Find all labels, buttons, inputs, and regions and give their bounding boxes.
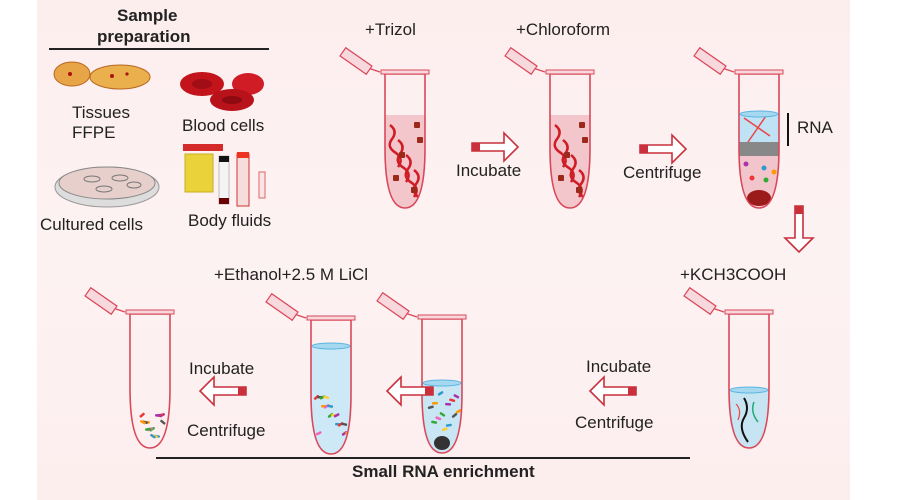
arrow-incubate-centrifuge-3: [198, 375, 247, 407]
arrow6-label-bottom: Centrifuge: [187, 421, 266, 440]
tube-outline: [421, 318, 463, 454]
ffpe-label: FFPE: [72, 123, 116, 142]
blood-cells-label: Blood cells: [182, 116, 265, 135]
sample-prep-divider: [49, 48, 269, 50]
tube-cap: [84, 286, 118, 316]
arrow1-label: Incubate: [456, 161, 522, 180]
tube-outline: [310, 319, 352, 455]
arrow-tail: [472, 143, 480, 151]
arrow-tail: [238, 387, 246, 395]
chloroform-tube: [504, 46, 595, 209]
chloroform-step-label: +Chloroform: [516, 20, 611, 39]
cultured-cells-label: Cultured cells: [40, 215, 143, 234]
tube-cap: [376, 291, 410, 321]
footer-title: Small RNA enrichment: [352, 462, 535, 481]
arrow6-label-top: Incubate: [189, 359, 255, 378]
trizol-step-label: +Trizol: [365, 20, 416, 39]
ethanol-licl-step-label: +Ethanol+2.5 M LiCl: [214, 265, 369, 284]
arrow-tail: [425, 387, 433, 395]
tube-outline: [549, 73, 591, 209]
arrow-incubate-1: [471, 131, 520, 163]
tissue-icon: [53, 61, 151, 90]
sample-prep-title-line1: Sample: [117, 6, 178, 25]
kch3cooh-step-label: +KCH3COOH: [680, 265, 787, 284]
kch3cooh-tube: [683, 286, 774, 449]
petri-dish-icon: [54, 166, 160, 208]
tube-outline: [728, 313, 770, 449]
arrow4-label-bottom: Centrifuge: [575, 413, 654, 432]
tube-rim: [724, 309, 774, 315]
arrow-to-ethanol: [385, 375, 434, 407]
arrow2-label: Centrifuge: [623, 163, 702, 182]
sample-prep-title-line2: preparation: [97, 27, 191, 46]
blood-cells-icon: [180, 72, 264, 111]
arrow-down: [783, 205, 815, 254]
rna-bracket: [787, 113, 789, 146]
tube-rim: [734, 69, 784, 75]
tube-rim: [125, 309, 175, 315]
phase-separation-tube: [693, 46, 784, 209]
tube-cap: [683, 286, 717, 316]
arrow-tail: [640, 145, 648, 153]
final-small-rna-tube: [84, 286, 175, 449]
tube-rim: [545, 69, 595, 75]
tube-rim: [380, 69, 430, 75]
trizol-tube: [339, 46, 430, 209]
arrow-tail: [628, 387, 636, 395]
footer-divider: [156, 457, 690, 459]
tube-cap: [504, 46, 538, 76]
tube-cap: [339, 46, 373, 76]
arrow4-label-top: Incubate: [586, 357, 652, 376]
sample-tubes-icon: [183, 144, 266, 207]
tube-outline: [129, 313, 171, 449]
ethanol-tube: [265, 292, 356, 455]
tissues-label: Tissues: [72, 103, 130, 122]
arrow-tail: [795, 206, 803, 214]
body-fluids-label: Body fluids: [188, 211, 272, 230]
tube-rim: [417, 314, 467, 320]
tube-cap: [265, 292, 299, 322]
tube-outline: [738, 73, 780, 209]
tube-rim: [306, 315, 356, 321]
tube-outline: [384, 73, 426, 209]
arrow-centrifuge-1: [639, 133, 688, 165]
rna-label: RNA: [797, 118, 833, 137]
tube-cap: [693, 46, 727, 76]
arrow-incubate-centrifuge-2: [588, 375, 637, 407]
